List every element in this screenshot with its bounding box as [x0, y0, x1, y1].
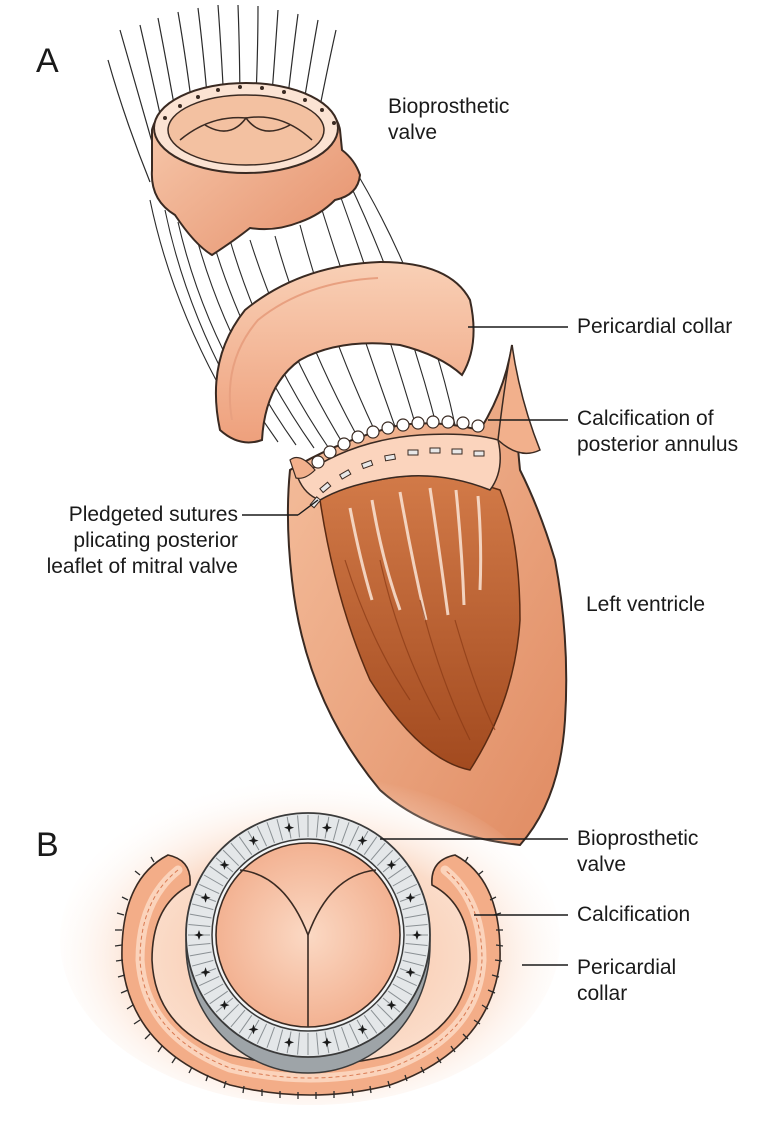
pericardial-collar-a: [216, 262, 474, 442]
label-calcification-posterior-annulus: Calcification of posterior annulus: [577, 406, 767, 458]
bioprosthetic-valve-b: [186, 813, 430, 1073]
panel-letter-a: A: [36, 44, 59, 78]
bioprosthetic-valve-a: [152, 83, 360, 255]
label-left-ventricle: Left ventricle: [586, 592, 756, 618]
label-pericardial-collar-a: Pericardial collar: [577, 314, 767, 340]
label-pericardial-collar-b: Pericardial collar: [577, 955, 717, 1007]
label-bioprosthetic-valve-b: Bioprosthetic valve: [577, 826, 727, 878]
label-bioprosthetic-valve-a: Bioprosthetic valve: [388, 94, 518, 146]
panel-letter-b: B: [36, 828, 59, 862]
label-pledgeted-sutures: Pledgeted sutures plicating posterior le…: [14, 502, 238, 580]
label-calcification-b: Calcification: [577, 902, 747, 928]
